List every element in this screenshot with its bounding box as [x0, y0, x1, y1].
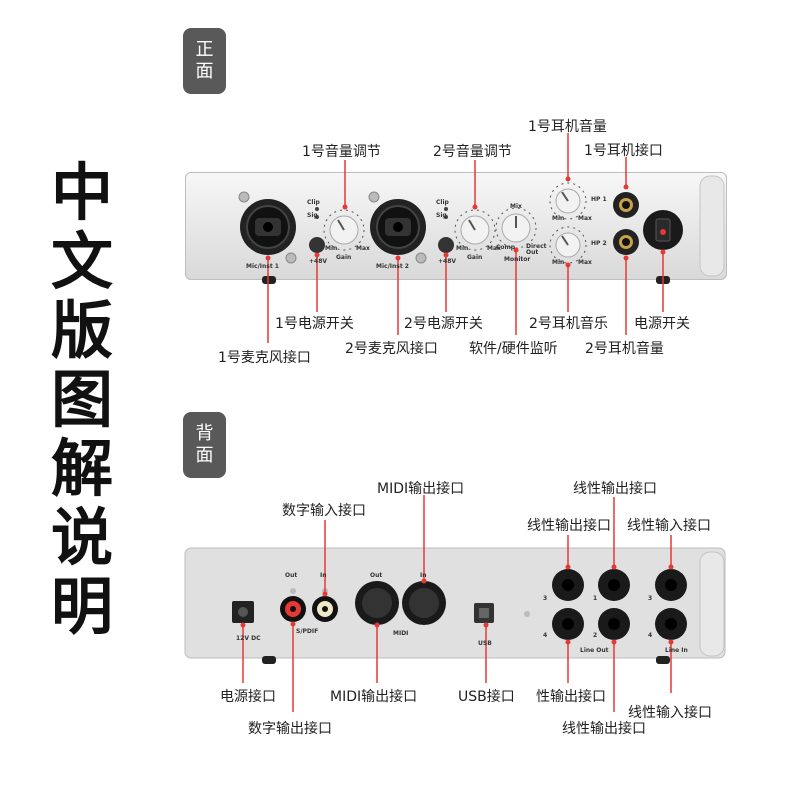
usb-text: USB	[478, 640, 492, 647]
midi-out-text: Out	[370, 572, 383, 579]
comp-text: Comp	[496, 244, 516, 251]
mix-text: Mix	[510, 203, 522, 210]
vol1-label: 1号音量调节	[302, 144, 381, 160]
line-out-mid-label: 线性输出接口	[527, 518, 611, 534]
power-jack-label: 电源接口	[220, 689, 276, 705]
monitor-label: 软件/硬件监听	[469, 341, 558, 357]
midi-text: MIDI	[393, 630, 409, 637]
direct-out-text: Direct Out	[526, 243, 547, 256]
midi-in-label: MIDI输出接口	[377, 481, 465, 497]
line-out-bottom2-label: 线性输出接口	[562, 721, 646, 737]
hp2-vol-label: 2号耳机音量	[585, 341, 664, 357]
hp2-min-text: Min	[552, 259, 565, 266]
line-in-bottom-label: 线性输入接口	[628, 705, 712, 721]
pwr2-label: 2号电源开关	[404, 316, 483, 332]
spdif-out-text: Out	[285, 572, 298, 579]
power-switch-label: 电源开关	[634, 316, 690, 332]
midi-in-text: In	[420, 572, 427, 579]
back-callouts	[242, 495, 672, 712]
mic2-label: 2号麦克风接口	[345, 341, 438, 357]
spdif-in-label: 数字输入接口	[282, 503, 366, 519]
mic2-panel-text: Mic/Inst 2	[376, 263, 409, 270]
midi-out-label: MIDI输出接口	[330, 689, 418, 705]
line-in-text: Line In	[665, 647, 688, 654]
sig1-text: Sig	[307, 212, 318, 219]
line-in-top-label: 线性输入接口	[627, 518, 711, 534]
min2-text: Min	[456, 245, 469, 252]
gain1-text: Gain	[336, 254, 352, 261]
hp1-jack-label: 1号耳机接口	[584, 143, 663, 159]
max1-text: Max	[356, 245, 370, 252]
phantom1-text: +48V	[309, 258, 328, 265]
front-panel	[185, 172, 727, 280]
min1-text: Min	[325, 245, 338, 252]
front-tag-text: 正面	[195, 39, 214, 82]
max2-text: Max	[487, 245, 501, 252]
pwr1-label: 1号电源开关	[275, 316, 354, 332]
hp2-text: HP 2	[591, 240, 607, 247]
phantom2-text: +48V	[438, 258, 457, 265]
dc-text: 12V DC	[236, 635, 261, 642]
num4-right: 4	[648, 632, 653, 639]
line-out-text: Line Out	[580, 647, 609, 654]
line-out-bottom-label: 性输出接口	[536, 689, 606, 705]
num3-left: 3	[543, 595, 548, 602]
spdif-text: S/PDIF	[296, 628, 319, 635]
clip2-text: Clip	[436, 199, 449, 206]
vol2-label: 2号音量调节	[433, 144, 512, 160]
page-title-text: 中文版图解说明	[50, 156, 113, 643]
mic1-label: 1号麦克风接口	[218, 350, 311, 366]
usb-label: USB接口	[458, 689, 515, 705]
num2-text: 2	[593, 632, 598, 639]
clip1-text: Clip	[307, 199, 320, 206]
monitor-text: Monitor	[504, 256, 531, 263]
hp1-text: HP 1	[591, 196, 607, 203]
hp1-min-text: Min	[552, 215, 565, 222]
front-section-tag: 正面	[183, 28, 226, 94]
hp1-max-text: Max	[578, 215, 592, 222]
gain2-text: Gain	[467, 254, 483, 261]
back-tag-text: 背面	[195, 423, 214, 466]
page-title: 中文版图解说明	[42, 158, 122, 641]
line-out-top-label: 线性输出接口	[573, 481, 657, 497]
hp2-max-text: Max	[578, 259, 592, 266]
front-callouts	[267, 133, 664, 343]
hp2-music-label: 2号耳机音乐	[529, 316, 608, 332]
hp1-vol-label: 1号耳机音量	[528, 119, 607, 135]
mic1-panel-text: Mic/Inst 1	[246, 263, 279, 270]
num4-left: 4	[543, 632, 548, 639]
spdif-out-label: 数字输出接口	[248, 721, 332, 737]
sig2-text: Sig	[436, 212, 447, 219]
back-section-tag: 背面	[183, 412, 226, 478]
spdif-in-text: In	[320, 572, 327, 579]
mic2-jack	[370, 199, 426, 255]
num3-right: 3	[648, 595, 653, 602]
mic1-jack	[240, 199, 296, 255]
num1-text: 1	[593, 595, 598, 602]
